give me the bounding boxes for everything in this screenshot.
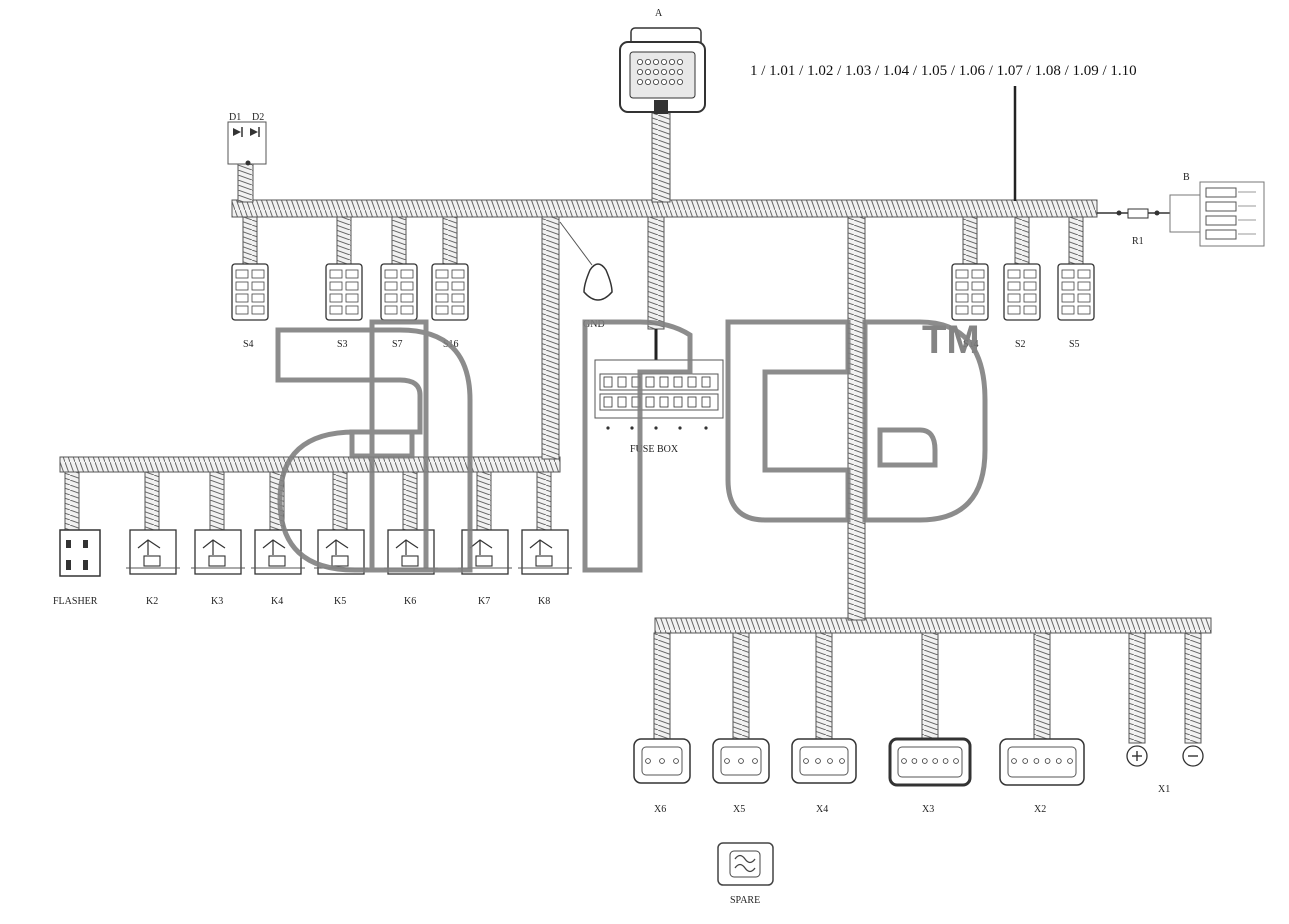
connector-label: X5 xyxy=(733,804,745,815)
connector-group: X6 X5 X4 X3 X2 X1 xyxy=(633,632,1204,815)
relay-label: K8 xyxy=(538,596,550,607)
ground-lamp: GND xyxy=(559,221,613,330)
relay-k2: K2 xyxy=(126,471,180,607)
spare-connector: SPARE xyxy=(717,842,774,906)
switch-s7: S7 xyxy=(380,216,418,350)
relay-group: K2 K3 K4 K5 K6 K7 K8 xyxy=(126,471,572,607)
relay-k8: K8 xyxy=(518,471,572,607)
switch-s4: S4 xyxy=(231,216,269,350)
relay-k3: K3 xyxy=(191,471,245,607)
svg-text:D1: D1 xyxy=(229,112,241,123)
connector-harness-trunk xyxy=(654,617,1212,634)
connector-label: X1 xyxy=(1158,784,1170,795)
svg-text:B: B xyxy=(1183,172,1190,183)
trunk-to-relays xyxy=(541,216,560,460)
resistor-r1: R1 xyxy=(1097,208,1170,247)
switch-label: S7 xyxy=(392,339,403,350)
trunk-to-connectors xyxy=(847,216,866,621)
svg-text:TM: TM xyxy=(922,318,980,362)
relay-k6: K6 xyxy=(384,471,438,607)
trunk-to-diodes xyxy=(237,161,254,203)
relay-k7: K7 xyxy=(458,471,512,607)
flasher: FLASHER xyxy=(53,471,101,607)
connector-x2: X2 xyxy=(999,632,1085,815)
switch-s16: S16 xyxy=(431,216,469,350)
main-harness-trunk xyxy=(231,199,1098,218)
svg-text:SPARE: SPARE xyxy=(730,895,760,906)
connector-x5: X5 xyxy=(712,632,770,815)
svg-text:D2: D2 xyxy=(252,112,264,123)
connector-x3: X3 xyxy=(888,632,972,815)
connector-b: B xyxy=(1169,172,1265,247)
connector-x6: X6 xyxy=(633,632,691,815)
relay-k5: K5 xyxy=(314,471,368,607)
connector-x4: X4 xyxy=(791,632,857,815)
connector-label: X4 xyxy=(816,804,828,815)
relay-label: K3 xyxy=(211,596,223,607)
relay-label: K4 xyxy=(271,596,283,607)
switch-label: S4 xyxy=(243,339,254,350)
switch-s3: S3 xyxy=(325,216,363,350)
svg-text:R1: R1 xyxy=(1132,236,1144,247)
svg-text:FUSE BOX: FUSE BOX xyxy=(630,444,679,455)
switch-s5: S5 xyxy=(1057,216,1095,350)
svg-text:FLASHER: FLASHER xyxy=(53,596,98,607)
relay-label: K7 xyxy=(478,596,490,607)
connector-label: X2 xyxy=(1034,804,1046,815)
switch-label: S2 xyxy=(1015,339,1026,350)
relay-label: K5 xyxy=(334,596,346,607)
trunk-to-fuse-box xyxy=(647,216,665,330)
connector-label: X3 xyxy=(922,804,934,815)
relay-label: K6 xyxy=(404,596,416,607)
connector-label: X6 xyxy=(654,804,666,815)
trunk-to-connector-a xyxy=(651,109,671,203)
arcb-watermark-logo: TM xyxy=(275,318,988,573)
relay-harness-trunk xyxy=(59,456,561,473)
switch-s2: S2 xyxy=(1003,216,1041,350)
svg-text:A: A xyxy=(655,8,663,19)
switch-label: S5 xyxy=(1069,339,1080,350)
relay-label: K2 xyxy=(146,596,158,607)
connector-a: A xyxy=(619,8,706,114)
diodes-d1-d2: D1 D2 xyxy=(227,112,267,166)
switch-label: S3 xyxy=(337,339,348,350)
connector-x1: X1 xyxy=(1126,632,1204,795)
revision-text: 1 / 1.01 / 1.02 / 1.03 / 1.04 / 1.05 / 1… xyxy=(750,63,1137,79)
